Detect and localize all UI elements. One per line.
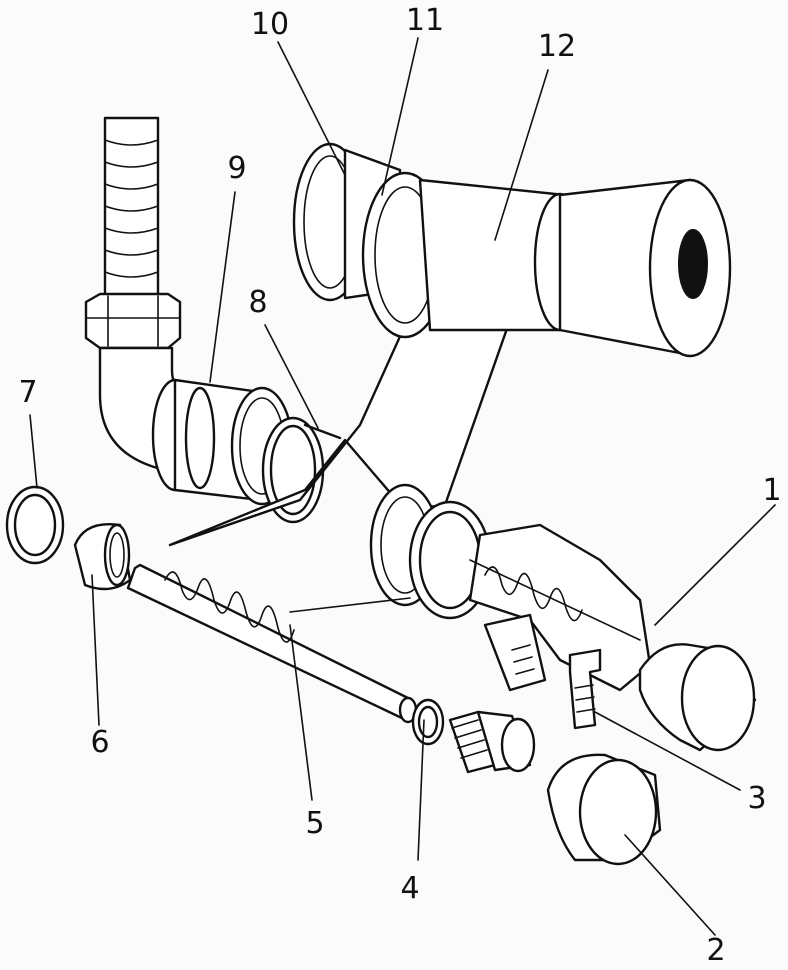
faucet-body-horizontal (292, 142, 732, 358)
label-11: 11 (406, 3, 444, 38)
leader-11 (381, 37, 419, 196)
leader-10 (277, 41, 346, 176)
label-4: 4 (400, 871, 419, 906)
label-5: 5 (305, 806, 324, 841)
label-1: 1 (762, 473, 781, 508)
hex-nut (84, 292, 182, 350)
threaded-nipple (448, 710, 536, 774)
leader-5 (289, 624, 313, 801)
leader-2 (624, 834, 716, 936)
label-10: 10 (251, 7, 289, 42)
label-12: 12 (538, 29, 576, 64)
leader-12 (494, 69, 549, 241)
label-2: 2 (706, 933, 725, 968)
part-6-cap (73, 523, 132, 591)
leader-lines (29, 37, 776, 936)
part-5-rod-spring (126, 563, 418, 724)
label-3: 3 (747, 781, 766, 816)
valve-assembly (369, 483, 652, 730)
part-4-washer (411, 698, 445, 746)
part-labels: 1 2 3 4 5 6 7 8 9 10 11 12 (18, 3, 781, 968)
corrugated-hose (103, 116, 160, 300)
part-1-push-button (638, 643, 757, 752)
leader-7 (29, 414, 38, 489)
leader-8 (264, 324, 319, 429)
leader-9 (209, 191, 236, 383)
label-8: 8 (248, 285, 267, 320)
leader-4 (417, 719, 425, 861)
label-9: 9 (227, 151, 246, 186)
part-7-ring (5, 485, 65, 565)
label-7: 7 (18, 375, 37, 410)
part-2-cap (546, 753, 662, 866)
leader-6 (91, 574, 100, 726)
leader-3 (594, 711, 741, 791)
label-6: 6 (90, 725, 109, 760)
leader-5-extra (289, 597, 411, 613)
leader-1 (654, 504, 776, 626)
